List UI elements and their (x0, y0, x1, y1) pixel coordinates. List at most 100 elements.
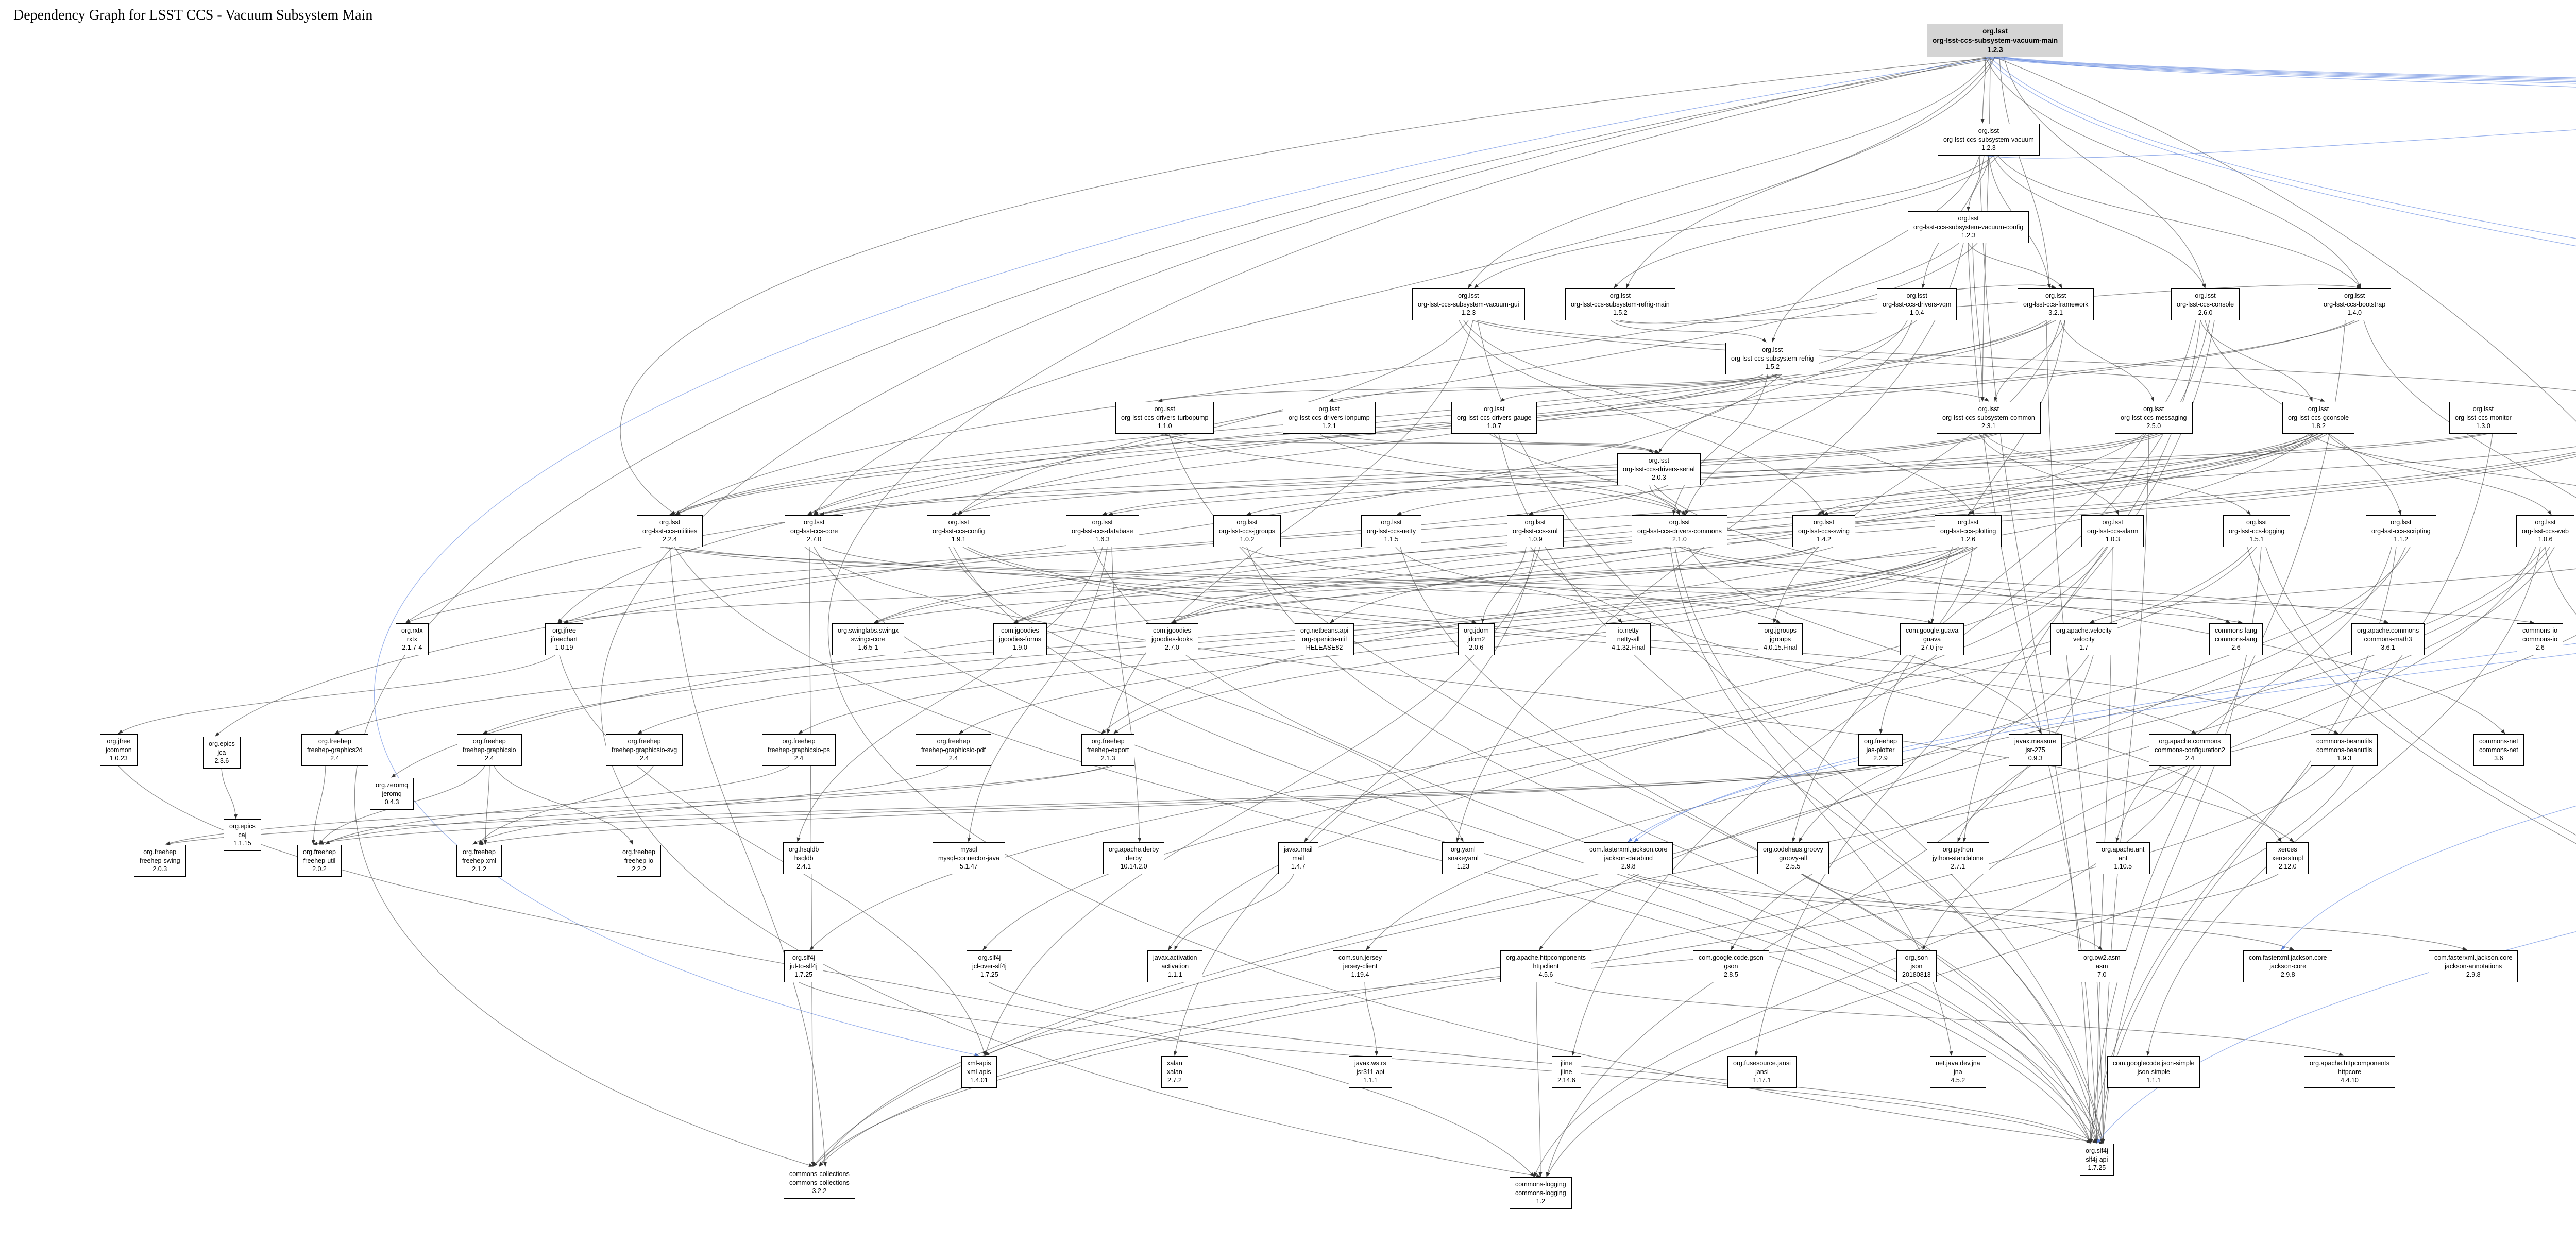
dependency-edge (405, 320, 1917, 623)
dependency-edge (1530, 547, 2282, 842)
dependency-edge (2089, 320, 2346, 1144)
dependency-edge (1468, 57, 1991, 288)
node-label-line: json (1910, 962, 1923, 970)
node-label-line: jcommon (106, 746, 132, 754)
node-label-line: org-lsst-ccs-bootstrap (2324, 300, 2386, 308)
node-label-line: 2.1.3 (1100, 755, 1115, 762)
node-label-line: org-lsst-ccs-scripting (2371, 527, 2431, 535)
node-label-line: org.freehep (622, 848, 655, 856)
dependency-edge (1242, 547, 1781, 623)
dependency-edge (1304, 547, 2104, 842)
dependency-edge (1993, 155, 2206, 288)
dependency-edge (1174, 874, 1294, 950)
dependency-edge (1397, 433, 2159, 515)
dependency-edge (2096, 931, 2576, 1144)
node-label-line: org-lsst-ccs-subsystem-vacuum-main (1933, 36, 2058, 44)
dependency-edge (1674, 547, 2098, 1144)
dependency-edge (1754, 320, 2215, 1056)
node-label-line: 1.5.2 (1765, 363, 1780, 370)
dependency-edge (1246, 547, 2104, 1144)
dependency-edge (1319, 433, 1686, 515)
dependency-edge (2089, 433, 2493, 1144)
node-label-line: org.lsst (1318, 405, 1340, 413)
dependency-edge (354, 57, 2005, 1167)
dependency-edge (1107, 320, 1473, 734)
dependency-edge (1990, 57, 2576, 239)
dependency-edge (1626, 57, 1995, 288)
node-label-line: ant (2119, 854, 2128, 862)
dependency-edge (1772, 374, 1989, 402)
node-label-line: org.lsst (2391, 519, 2412, 526)
node-label-line: 1.2.3 (1987, 45, 2003, 54)
node-label-line: 1.0.3 (2105, 536, 2120, 543)
node-label-line: org-lsst-ccs-swing (1798, 527, 1850, 535)
dependency-edge (2004, 57, 2576, 88)
dependency-edge (1481, 547, 1527, 623)
node-label-line: 0.9.3 (2028, 755, 2043, 762)
node-label-line: 1.4.2 (1817, 536, 1831, 543)
node-label-line: org.apache.ant (2102, 846, 2145, 853)
dependency-edge (1679, 547, 2230, 623)
dependency-edge (796, 547, 1103, 842)
node-label-line: 2.14.6 (1557, 1077, 1575, 1084)
dependency-edge (118, 655, 555, 734)
node-label-line: 4.5.2 (1951, 1077, 1965, 1084)
node-label-line: 1.0.9 (1528, 536, 1543, 543)
node-label-line: jackson-core (2269, 962, 2307, 970)
dependency-edge (1688, 547, 2042, 734)
node-label-line: derby (1126, 854, 1142, 862)
node-label-line: org.lsst (1381, 519, 1402, 526)
node-label-line: jgoodies-looks (1151, 635, 1193, 643)
node-label-line: 1.23 (1456, 863, 1470, 870)
node-label-line: org-lsst-ccs-utilities (642, 527, 698, 535)
dependency-edge (2060, 320, 2154, 402)
node-label-line: 1.1.2 (2394, 536, 2409, 543)
dependency-edge (118, 765, 1535, 1177)
node-label-line: 2.8.5 (1723, 971, 1738, 978)
dependency-edge (1685, 320, 1912, 515)
node-label-line: 1.2 (1536, 1198, 1546, 1205)
node-label-line: freehep-graphicsio-pdf (921, 746, 986, 754)
dependency-edge (479, 765, 654, 845)
dependency-edge (674, 547, 2091, 1144)
node-label-line: xalan (1167, 1068, 1182, 1076)
dependency-edge (2545, 547, 2576, 615)
dependency-edge (809, 547, 2252, 950)
node-label-line: httpclient (1533, 962, 1559, 970)
node-label-line: 2.4 (330, 755, 340, 762)
node-label-line: 1.6.5-1 (858, 644, 878, 651)
node-label-line: 1.2.1 (1321, 422, 1336, 430)
node-label-line: 2.0.3 (152, 865, 167, 873)
dependency-edge (820, 433, 1989, 516)
dependency-edge (1400, 547, 2097, 1144)
dependency-edge (325, 765, 790, 845)
node-label-line: io.netty (1618, 627, 1639, 634)
dependency-edge (1364, 982, 1379, 1056)
node-label-line: 20180813 (1902, 971, 1931, 978)
node-label-line: com.googlecode.json-simple (2113, 1060, 2195, 1067)
node-label-line: 1.5.2 (1613, 309, 1628, 316)
dependency-edge (1536, 982, 1543, 1177)
node-label-line: 2.0.2 (312, 865, 327, 873)
node-label-line: org.codehaus.groovy (1763, 846, 1823, 853)
